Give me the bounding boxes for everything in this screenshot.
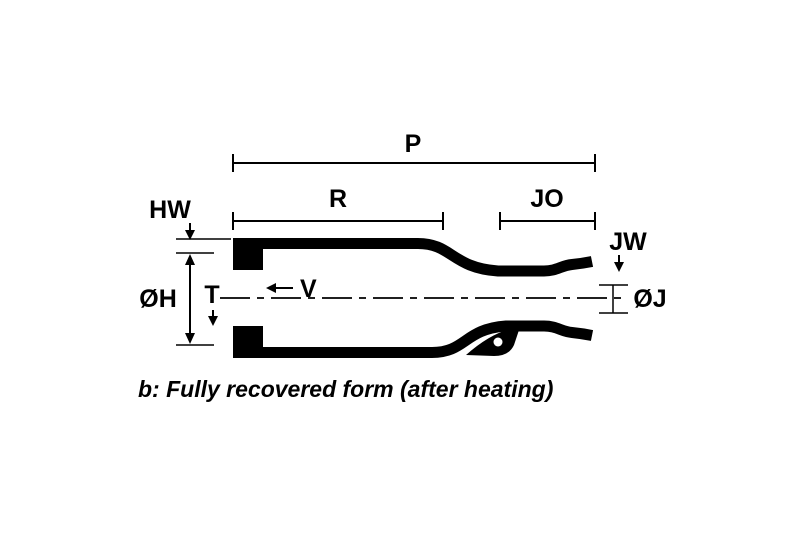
- figure-caption: b: Fully recovered form (after heating): [138, 376, 553, 402]
- dim-jw-arrowhead: [614, 262, 624, 272]
- dim-label-r: R: [329, 185, 347, 213]
- dim-label-v: V: [300, 275, 317, 303]
- dim-label-jw: JW: [609, 228, 647, 256]
- dim-label-hw: HW: [149, 196, 191, 224]
- boot-top-wall: [233, 238, 594, 277]
- boot-left-flange-top: [233, 238, 263, 270]
- dim-label-oh: ØH: [139, 285, 177, 313]
- dim-label-jo: JO: [530, 185, 563, 213]
- dimension-hw: HW: [149, 196, 231, 240]
- dimension-v: V: [266, 275, 317, 303]
- dimension-p: P: [232, 130, 596, 172]
- dimension-jw: JW: [609, 228, 647, 272]
- boot-shape: [220, 238, 622, 358]
- dimension-r: R: [232, 185, 444, 230]
- boot-bottom-wall: [233, 320, 594, 358]
- dim-t-arrowhead: [208, 316, 218, 326]
- dimension-oj: ØJ: [599, 284, 667, 314]
- boot-tab-hole: [493, 337, 503, 347]
- boot-left-flange-bottom: [233, 326, 263, 358]
- dimension-jo: JO: [499, 185, 596, 230]
- dim-oh-arrowhead-top: [185, 254, 195, 265]
- boot-tab: [466, 327, 520, 356]
- dim-label-p: P: [405, 130, 422, 158]
- dim-oh-arrowhead-bottom: [185, 333, 195, 344]
- dim-v-arrowhead: [266, 283, 276, 293]
- dimension-t: T: [204, 281, 220, 326]
- dim-label-oj: ØJ: [633, 285, 666, 313]
- dim-label-t: T: [204, 281, 219, 309]
- dimension-oh: ØH: [139, 252, 214, 346]
- dim-hw-arrowhead: [185, 230, 195, 240]
